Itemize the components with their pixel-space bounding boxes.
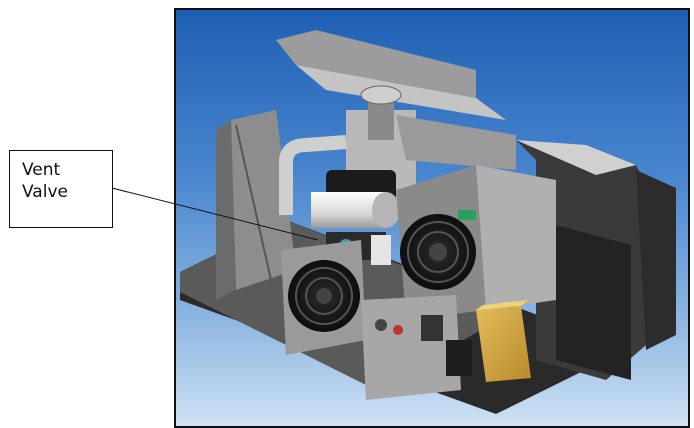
- left-fan-unit: [281, 240, 366, 355]
- gold-block: [476, 300, 531, 382]
- side-panel: [216, 110, 296, 300]
- tube: [279, 135, 347, 215]
- callout-line-1: Vent: [22, 160, 61, 180]
- instrument-illustration-frame: [174, 8, 690, 428]
- instrument-illustration: [180, 30, 676, 414]
- green-indicator: [458, 210, 476, 220]
- callout-line-2: Valve: [22, 182, 68, 202]
- right-fan-unit: [396, 165, 556, 320]
- power-panel: [361, 295, 472, 400]
- vent-valve-callout: Vent Valve: [9, 150, 113, 228]
- top-cover: [276, 30, 636, 175]
